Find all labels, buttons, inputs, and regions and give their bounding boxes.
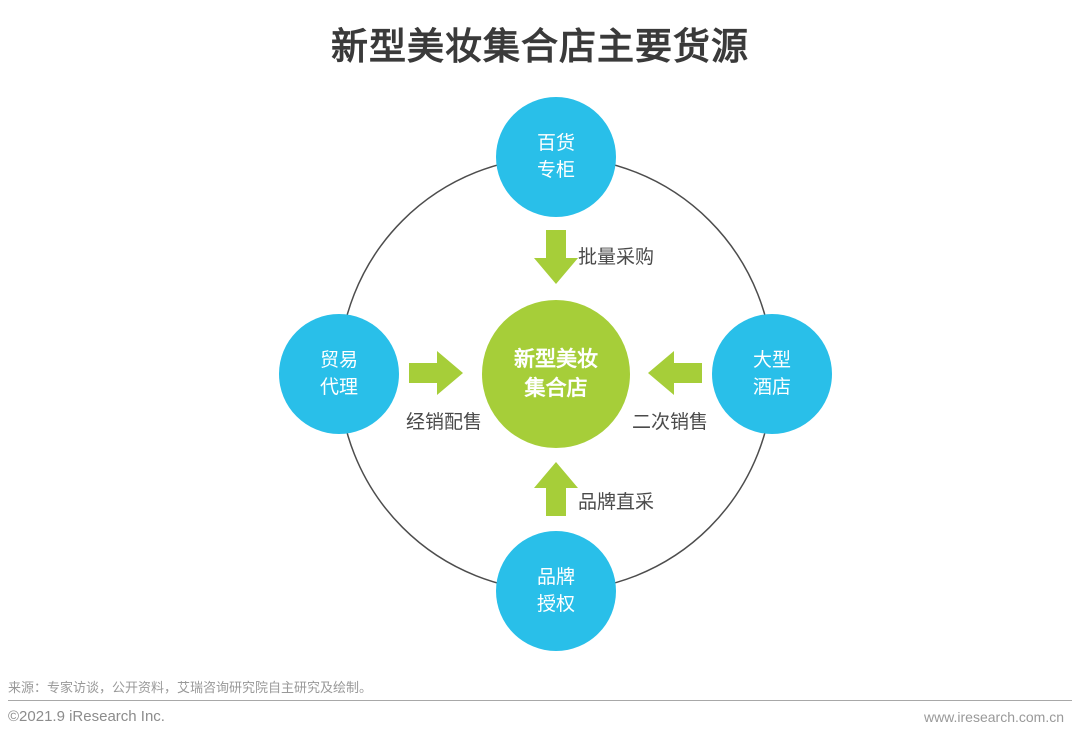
- node-label-line: 大型: [752, 350, 791, 371]
- node-label-line: 品牌: [536, 567, 575, 588]
- flow-label-distribution: 经销配售: [406, 412, 483, 433]
- node-new-beauty-collection-store: 新型美妆 集合店: [482, 300, 630, 448]
- arrow-down-icon: [534, 230, 578, 284]
- node-label-line: 新型美妆: [514, 348, 598, 371]
- node-label: 品牌 授权: [537, 564, 575, 618]
- arrow-right-icon: [409, 351, 463, 395]
- node-label: 百货 专柜: [537, 130, 575, 184]
- node-label-line: 百货: [536, 133, 575, 154]
- node-label: 贸易 代理: [320, 347, 358, 401]
- node-department-counter: 百货 专柜: [496, 97, 616, 217]
- node-label-line: 集合店: [524, 377, 588, 400]
- node-label-line: 授权: [536, 594, 575, 615]
- footer-divider: [8, 700, 1072, 701]
- node-trade-agent: 贸易 代理: [279, 314, 399, 434]
- flow-label-direct-brand-procurement: 品牌直采: [578, 492, 655, 513]
- node-brand-authorization: 品牌 授权: [496, 531, 616, 651]
- flow-label-bulk-purchase: 批量采购: [578, 247, 655, 268]
- node-label-line: 贸易: [319, 350, 358, 371]
- page-title: 新型美妆集合店主要货源: [331, 26, 749, 67]
- node-label-line: 专柜: [536, 160, 575, 181]
- website-url: www.iresearch.com.cn: [923, 709, 1064, 725]
- node-large-hotel: 大型 酒店: [712, 314, 832, 434]
- arrow-left-icon: [648, 351, 702, 395]
- copyright-text: ©2021.9 iResearch Inc.: [8, 708, 165, 725]
- node-label: 大型 酒店: [753, 347, 791, 401]
- node-label: 新型美妆 集合店: [514, 345, 598, 403]
- node-label-line: 代理: [319, 377, 358, 398]
- source-note: 来源：专家访谈，公开资料，艾瑞咨询研究院自主研究及绘制。: [8, 680, 373, 695]
- node-label-line: 酒店: [752, 377, 791, 398]
- arrow-up-icon: [534, 462, 578, 516]
- flow-label-secondary-sales: 二次销售: [632, 412, 709, 433]
